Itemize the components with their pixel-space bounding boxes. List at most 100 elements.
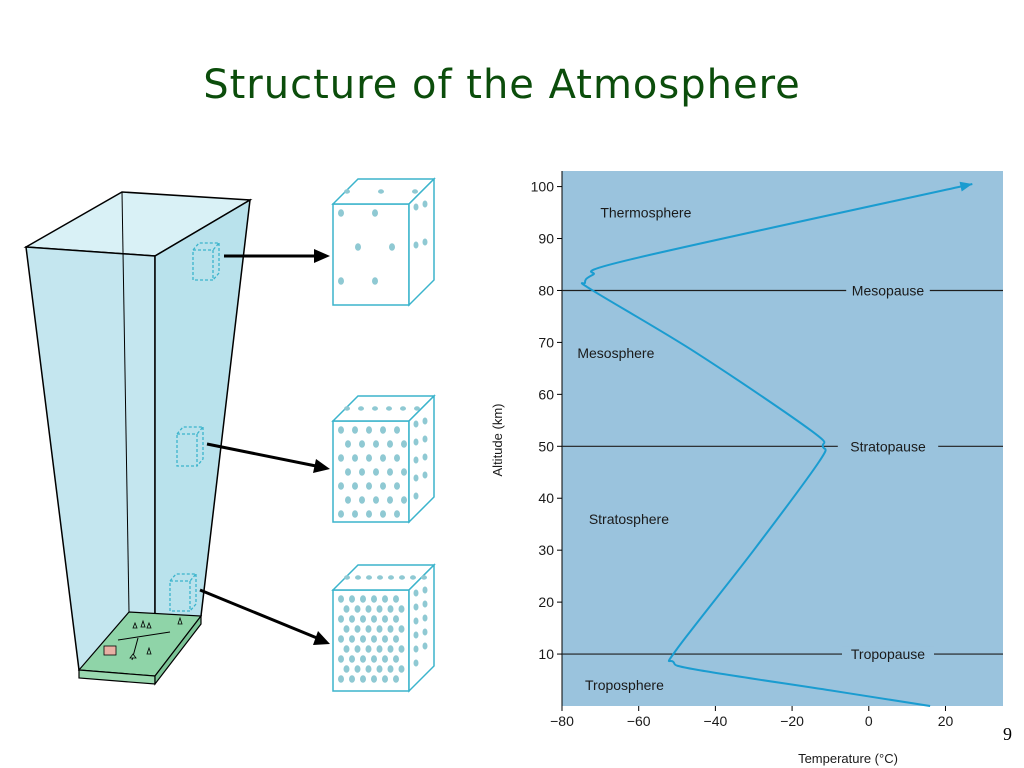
- molecule-dot: [338, 209, 344, 217]
- y-tick-label: 100: [531, 179, 555, 195]
- layer-label: Stratosphere: [589, 511, 669, 527]
- molecule-dot: [360, 655, 366, 663]
- boundary-label: Tropopause: [851, 646, 925, 662]
- sample-boxes: [169, 242, 221, 612]
- molecule-dot: [371, 655, 377, 663]
- molecule-dot: [372, 277, 378, 285]
- house-icon: [103, 645, 117, 656]
- molecule-dot: [394, 510, 400, 518]
- x-tick-label: −60: [627, 713, 651, 729]
- molecule-dot: [422, 417, 428, 425]
- density-cube-medium: [331, 394, 436, 524]
- molecule-dot: [349, 675, 355, 683]
- sample-box-low: [169, 573, 198, 612]
- molecule-dot: [360, 615, 366, 623]
- layer-label: Thermosphere: [600, 205, 691, 221]
- molecule-dot: [366, 454, 372, 462]
- molecule-dot: [387, 440, 393, 448]
- density-cube-dense: [331, 563, 436, 693]
- boundary-label: Mesopause: [852, 282, 925, 298]
- molecule-dot: [393, 595, 399, 603]
- molecule-dot: [412, 189, 418, 194]
- molecule-dot: [393, 655, 399, 663]
- molecule-dot: [344, 575, 350, 580]
- molecule-dot: [349, 615, 355, 623]
- molecule-dot: [382, 675, 388, 683]
- layer-label: Mesosphere: [577, 345, 654, 361]
- molecule-dot: [338, 635, 344, 643]
- molecule-dot: [382, 655, 388, 663]
- molecule-dot: [345, 496, 351, 504]
- temperature-curve: [580, 183, 973, 707]
- molecule-dot: [373, 440, 379, 448]
- molecule-dot: [352, 454, 358, 462]
- molecule-dot: [393, 635, 399, 643]
- molecule-dot: [366, 575, 372, 580]
- molecule-dot: [422, 435, 428, 443]
- molecule-dot: [376, 665, 383, 673]
- molecule-dot: [354, 625, 361, 633]
- molecule-dot: [373, 468, 379, 476]
- molecule-dot: [376, 645, 383, 653]
- sample-box-mid: [176, 426, 205, 467]
- molecule-dot: [373, 496, 379, 504]
- molecule-dot: [422, 453, 428, 461]
- x-tick-label: 20: [938, 713, 954, 729]
- x-tick-label: −20: [780, 713, 804, 729]
- y-tick-label: 60: [538, 386, 554, 402]
- molecule-dot: [422, 614, 428, 622]
- molecule-dot: [360, 595, 366, 603]
- molecule-dot: [413, 603, 419, 611]
- molecule-dot: [389, 243, 395, 251]
- molecule-dot: [371, 615, 377, 623]
- molecule-dot: [422, 586, 428, 594]
- molecule-dot: [349, 635, 355, 643]
- molecule-dot: [376, 605, 383, 613]
- molecule-dot: [371, 675, 377, 683]
- molecule-dot: [378, 189, 384, 194]
- molecule-dot: [401, 468, 407, 476]
- molecule-dot: [343, 645, 350, 653]
- molecule-dot: [354, 665, 361, 673]
- layer-label: Troposphere: [585, 677, 664, 693]
- molecule-dot: [387, 665, 394, 673]
- molecule-dot: [345, 440, 351, 448]
- molecule-dot: [413, 492, 419, 500]
- molecule-dot: [401, 496, 407, 504]
- x-axis-title: Temperature (°C): [798, 751, 898, 766]
- y-tick-label: 20: [538, 594, 554, 610]
- molecule-dot: [380, 510, 386, 518]
- molecule-dot: [422, 642, 428, 650]
- molecule-dot: [352, 482, 358, 490]
- molecule-dot: [422, 200, 428, 208]
- molecule-dot: [422, 471, 428, 479]
- molecule-dot: [401, 440, 407, 448]
- molecule-dot: [338, 675, 344, 683]
- sample-box-high: [192, 242, 221, 281]
- molecule-dot: [338, 655, 344, 663]
- molecule-dot: [344, 406, 350, 411]
- molecule-dot: [345, 468, 351, 476]
- molecule-dot: [359, 496, 365, 504]
- molecule-dot: [355, 575, 361, 580]
- molecule-dot: [387, 645, 394, 653]
- molecule-dot: [372, 209, 378, 217]
- molecule-dot: [398, 645, 405, 653]
- molecule-dot: [422, 238, 428, 246]
- molecule-dot: [413, 659, 419, 667]
- molecule-dot: [388, 575, 394, 580]
- molecule-dot: [352, 510, 358, 518]
- molecule-dot: [354, 605, 361, 613]
- molecule-dot: [354, 645, 361, 653]
- molecule-dot: [380, 426, 386, 434]
- molecule-dot: [365, 625, 372, 633]
- molecule-dot: [399, 575, 405, 580]
- tree-icons: [129, 616, 183, 659]
- molecule-dot: [338, 454, 344, 462]
- molecule-dot: [371, 635, 377, 643]
- molecule-dot: [422, 600, 428, 608]
- molecule-dot: [358, 406, 364, 411]
